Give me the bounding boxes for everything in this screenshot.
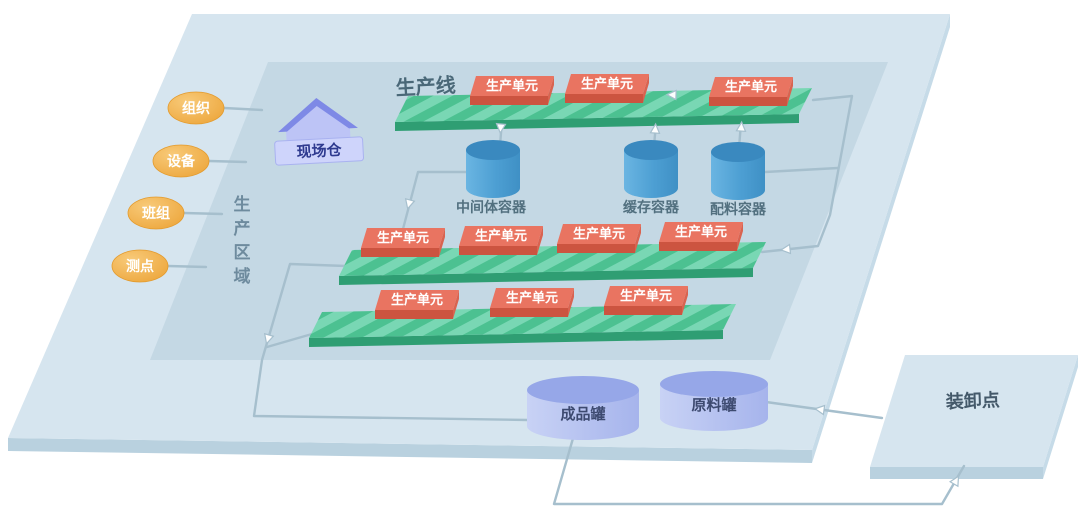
warehouse-label: 现场仓 <box>296 141 343 161</box>
flow-line-right-loop <box>760 94 854 254</box>
main-platform-front-edge <box>8 438 812 463</box>
production-unit: 生产单元 <box>709 77 793 106</box>
batching-container-label: 配料容器 <box>710 201 767 218</box>
production-unit: 生产单元 <box>604 286 688 315</box>
flow-arrow <box>948 475 960 488</box>
node-ellipse-icon <box>167 91 225 125</box>
flow-arrow <box>665 89 677 101</box>
tank-cylinder-icon <box>527 390 639 440</box>
production-area-char: 区 <box>234 243 251 263</box>
container-cylinder-icon <box>711 142 765 200</box>
node-organization-label: 组织 <box>182 100 210 117</box>
tank-top-icon <box>527 376 639 404</box>
node-ellipse-icon <box>111 249 169 283</box>
production-unit-label: 生产单元 <box>620 288 672 304</box>
flow-line-intermediate-to-line2 <box>396 170 468 250</box>
flow-line-batching-right <box>763 166 840 174</box>
flow-arrow <box>735 120 747 132</box>
node-link-org <box>222 106 264 112</box>
finished-product-tank: 成品罐 <box>527 376 639 440</box>
node-equipment: 设备 <box>152 144 210 178</box>
main-platform-right-edge <box>812 14 950 463</box>
intermediate-container: 中间体容器 <box>456 140 527 216</box>
dock-platform-right-edge <box>1043 355 1078 479</box>
node-team-label: 班组 <box>142 205 170 222</box>
production-area-char: 域 <box>234 266 251 287</box>
production-unit-label: 生产单元 <box>475 228 527 244</box>
production-unit: 生产单元 <box>490 288 574 317</box>
container-cylinder-icon <box>466 140 520 198</box>
production-unit-label: 生产单元 <box>377 230 429 246</box>
production-unit-label: 生产单元 <box>581 76 633 92</box>
batching-container: 配料容器 <box>710 142 767 218</box>
production-area-char: 产 <box>234 218 251 239</box>
warehouse-house: 现场仓 <box>274 98 365 166</box>
flow-arrow <box>495 122 507 135</box>
node-measure-point-label: 测点 <box>126 258 154 275</box>
conveyor-line-1-side <box>395 114 799 131</box>
production-unit: 生产单元 <box>470 76 554 105</box>
finished-tank-label: 成品罐 <box>560 405 605 423</box>
production-unit-label: 生产单元 <box>725 79 777 95</box>
node-ellipse-icon <box>152 144 210 178</box>
dock-platform <box>870 355 1078 479</box>
production-unit-label: 生产单元 <box>506 290 558 306</box>
production-unit-label: 生产单元 <box>675 224 727 240</box>
warehouse-banner <box>274 136 365 166</box>
conveyor-line-3-side <box>309 330 723 347</box>
tank-cylinder-icon <box>660 384 768 431</box>
production-unit: 生产单元 <box>659 222 743 251</box>
dock-label: 装卸点 <box>945 389 1000 413</box>
production-unit-label: 生产单元 <box>486 78 538 94</box>
flow-arrow <box>404 198 416 210</box>
node-team: 班组 <box>127 196 185 230</box>
flow-arrow <box>649 122 661 134</box>
node-link-equipment <box>207 159 248 164</box>
production-unit: 生产单元 <box>565 74 649 103</box>
production-line-label: 生产线 <box>395 73 456 100</box>
dock-platform-surface <box>870 355 1078 467</box>
flow-arrows <box>263 89 960 488</box>
flow-arrow <box>813 404 826 416</box>
raw-tank-label: 原料罐 <box>691 396 736 414</box>
node-ellipse-icon <box>127 196 185 230</box>
flow-line-left-loop <box>252 262 530 422</box>
node-link-team <box>182 211 224 216</box>
container-cylinder-icon <box>624 140 678 198</box>
production-area-char: 生 <box>234 194 251 215</box>
production-area-label: 生 产 区 域 <box>234 194 251 287</box>
raw-material-tank: 原料罐 <box>660 371 768 431</box>
flow-arrow <box>263 332 275 345</box>
buffer-container: 缓存容器 <box>623 140 680 216</box>
production-unit: 生产单元 <box>557 224 641 253</box>
node-link-measure-point <box>166 264 208 269</box>
node-equipment-label: 设备 <box>167 153 196 170</box>
conveyor-line-2-side <box>339 268 753 285</box>
flow-arrow <box>779 243 792 255</box>
flow-line-line3-left <box>265 332 314 349</box>
production-unit: 生产单元 <box>375 290 459 319</box>
node-measure-point: 测点 <box>111 249 169 283</box>
production-unit-label: 生产单元 <box>391 292 443 308</box>
production-unit: 生产单元 <box>361 228 445 257</box>
intermediate-container-label: 中间体容器 <box>456 199 527 216</box>
dock-platform-front-edge <box>870 467 1043 479</box>
flow-line-finished-to-dock <box>552 426 966 506</box>
tank-top-icon <box>660 371 768 397</box>
production-unit: 生产单元 <box>459 226 543 255</box>
buffer-container-label: 缓存容器 <box>623 199 680 216</box>
production-unit-label: 生产单元 <box>573 226 625 242</box>
node-organization: 组织 <box>167 91 225 125</box>
warehouse-roof-icon <box>278 98 358 133</box>
